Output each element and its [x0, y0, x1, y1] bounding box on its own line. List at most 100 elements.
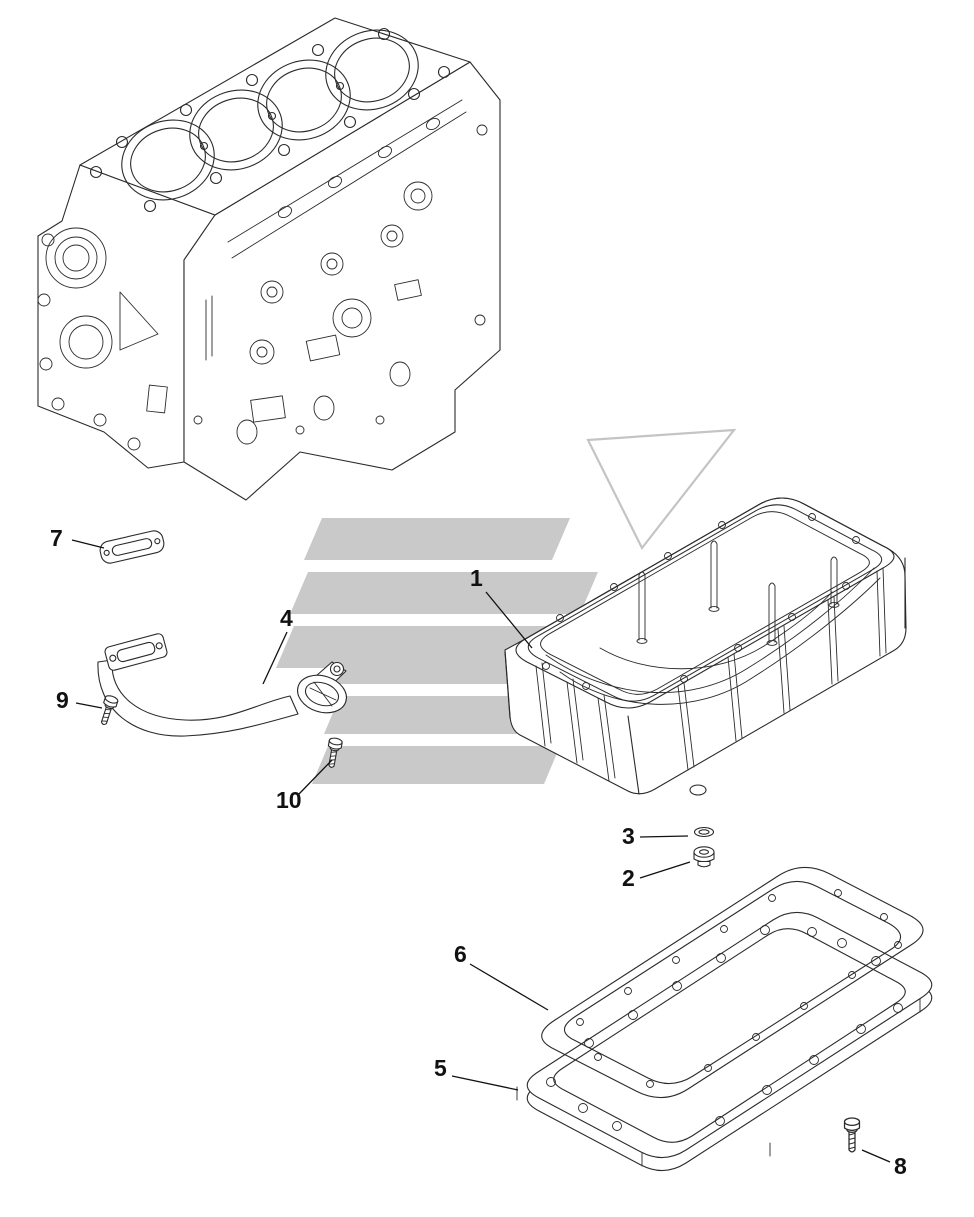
gasket-bolt-holes	[576, 889, 902, 1088]
bolt-hole	[720, 925, 728, 933]
bolt-hole	[546, 1077, 556, 1087]
boss	[332, 298, 372, 338]
bolt-hole	[245, 73, 259, 87]
cylinder-bore-inner	[130, 127, 206, 193]
flange-outline	[104, 633, 168, 671]
bolt-hole	[646, 1080, 654, 1088]
bolt-hole	[718, 521, 726, 529]
bolt-hole	[834, 889, 842, 897]
boss-inner	[410, 188, 426, 204]
tube-body	[97, 659, 299, 737]
bolt-hole	[267, 111, 277, 121]
bolt-hole	[893, 1003, 903, 1013]
gallery-port	[377, 145, 393, 159]
callout-label-4: 4	[280, 605, 293, 631]
bolt-hole	[610, 583, 618, 591]
callout-label-2: 2	[622, 865, 635, 891]
cam-boss	[260, 280, 284, 304]
gasket-ring	[541, 866, 924, 1099]
leader-line-9	[75, 702, 103, 709]
bolt-hole	[51, 397, 65, 411]
engine-block-drawing	[37, 17, 501, 501]
sump-curve	[559, 577, 881, 705]
bearing-bore	[45, 227, 107, 289]
freeze-plug	[236, 419, 258, 445]
cam-boss-inner	[266, 286, 278, 298]
leader-line-2	[639, 861, 691, 879]
bolt-hole	[199, 141, 209, 151]
part-8-bolt-icon	[843, 1117, 861, 1153]
leader-line-1	[485, 591, 533, 649]
bearing-bore-inner	[54, 236, 98, 280]
bolt-hole	[856, 1024, 866, 1034]
bolt-hole	[556, 614, 564, 622]
callout-label-7: 7	[50, 525, 63, 551]
bolt-hole	[842, 582, 850, 590]
block-front-details	[193, 99, 488, 445]
cylinder-bore	[325, 29, 419, 111]
callout-leaders	[71, 539, 891, 1163]
groove	[205, 295, 213, 361]
callout-label-6: 6	[454, 941, 467, 967]
boss	[403, 181, 433, 211]
bolt-hole	[103, 549, 110, 556]
bolt-hole	[39, 357, 53, 371]
cylinder-bores	[121, 29, 419, 201]
bolt-hole	[768, 894, 776, 902]
callout-labels: 1 2 3 4 5 6 7 8 9 10	[50, 525, 907, 1179]
bolt-hole	[871, 956, 881, 966]
part-6-oil-pan-gasket	[541, 866, 924, 1099]
cam-boss	[320, 252, 344, 276]
plug-head-top	[693, 846, 715, 858]
block-front-face	[183, 61, 501, 501]
boss-inner	[341, 307, 363, 329]
bolt-hole	[311, 43, 325, 57]
cylinder-bore	[257, 59, 351, 141]
deck-bolt-holes	[89, 27, 451, 213]
bolt-hole	[800, 1002, 808, 1010]
standpipe-base	[708, 606, 720, 612]
flange-slot	[116, 641, 156, 663]
rib	[727, 653, 743, 742]
bolt-hole	[894, 941, 902, 949]
gallery-port	[277, 205, 293, 219]
washer-inner	[698, 829, 710, 835]
part-2-drain-plug	[693, 846, 715, 868]
rib	[566, 678, 584, 764]
part-5-oil-pan-lower-flange	[516, 911, 933, 1172]
bolt-hole	[41, 233, 55, 247]
bracket-hole-inner	[333, 665, 341, 673]
bolt-hole	[760, 925, 770, 935]
bolt-hole	[624, 987, 632, 995]
watermark-triangle-outline	[586, 428, 737, 551]
freeze-plug	[389, 361, 411, 387]
bolt-hole	[542, 662, 550, 670]
boss	[249, 339, 275, 365]
bolt-hole	[612, 1121, 622, 1131]
bolt-hole	[788, 613, 796, 621]
rib	[677, 682, 695, 771]
standpipe	[638, 571, 646, 641]
bolt-hole	[582, 682, 590, 690]
cylinder-bore	[121, 119, 215, 201]
bolt-hole	[664, 552, 672, 560]
rib	[876, 567, 887, 657]
pan-wall-ribs	[535, 567, 887, 782]
sump-curve	[545, 567, 875, 694]
leader-line-7	[71, 539, 105, 549]
rib	[777, 625, 791, 714]
bolt-hole	[880, 913, 888, 921]
leader-line-6	[469, 963, 549, 1011]
bolt-hole	[437, 65, 451, 79]
bolt-hole	[680, 675, 688, 683]
bolt-hole	[343, 115, 357, 129]
bolt-hole	[209, 171, 223, 185]
leader-line-5	[451, 1075, 519, 1091]
bolt-hole	[848, 971, 856, 979]
bolt-hole	[89, 165, 103, 179]
pad	[394, 279, 422, 301]
bolt-hole	[476, 124, 488, 136]
flange-inner	[553, 928, 906, 1143]
